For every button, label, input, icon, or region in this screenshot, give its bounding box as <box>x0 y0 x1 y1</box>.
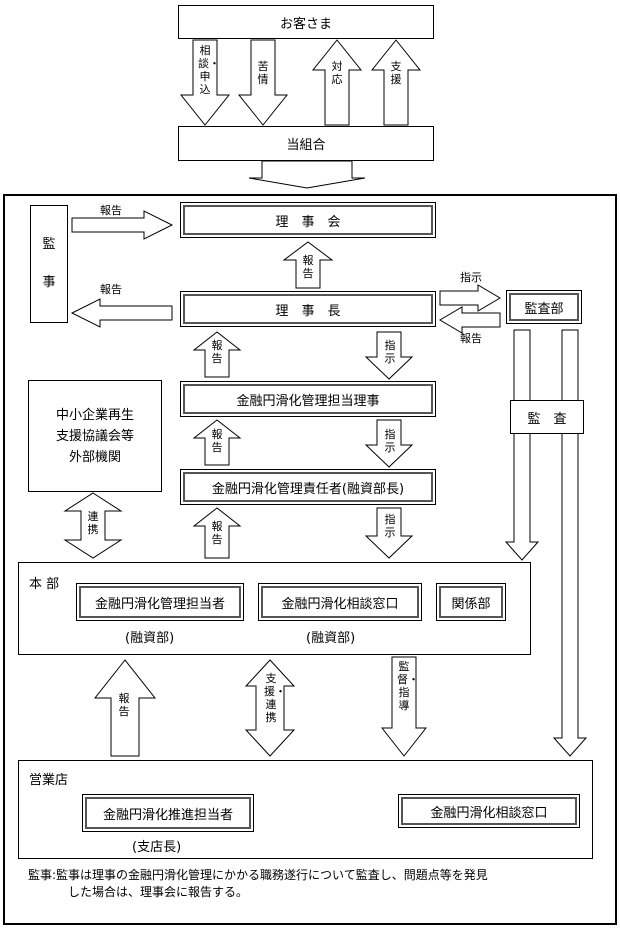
honbu-consult-window-label: 金融円滑化相談窓口 <box>281 596 399 612</box>
supervise-guide-label: 監督・指導 <box>397 660 419 712</box>
external-liaison-arrow <box>63 492 123 559</box>
related-dept-box: 関係部 <box>436 583 506 621</box>
director-to-chairman-arrow <box>192 331 242 378</box>
branch-promoter-box: 金融円滑化推進担当者 <box>82 794 254 832</box>
consult-arrow <box>179 39 231 126</box>
instruct-to-audit-label: 指示 <box>460 271 482 284</box>
support-liaison-label: 支援・連携 <box>264 672 286 724</box>
manager-box: 金融円滑化管理責任者(融資部長) <box>180 469 436 505</box>
audit-to-honbu-arrow <box>504 329 540 561</box>
branch-report-label: 報告 <box>118 692 130 718</box>
union-box: 当組合 <box>178 126 434 161</box>
customer-label: お客さま <box>279 16 332 32</box>
manager-label: 金融円滑化管理責任者(融資部長) <box>211 481 405 497</box>
report-from-audit-arrow <box>439 306 501 334</box>
manager-to-director-arrow <box>192 419 242 466</box>
chairman-box: 理 事 長 <box>180 291 436 327</box>
instruct-to-audit-arrow <box>439 284 501 312</box>
staff-to-manager-arrow <box>192 507 242 559</box>
external-agency-box: 中小企業再生 支援協議会等 外部機関 <box>28 380 162 492</box>
branch-title: 営業店 <box>29 773 69 788</box>
audit-to-branch-arrow <box>552 329 588 757</box>
branch-consult-window-label: 金融円滑化相談窓口 <box>430 805 548 821</box>
audit-label: 監 査 <box>527 411 567 427</box>
manager-report-label: 報告 <box>211 428 223 454</box>
report-to-board-arrow <box>71 210 174 240</box>
branch-report-arrow <box>93 659 157 757</box>
staff-report-label: 報告 <box>211 520 223 546</box>
note-line-1: 監事は理事の金融円滑化管理にかかる職務遂行について監査し、問題点等を発見 <box>56 868 488 882</box>
supervise-arrow <box>380 656 428 757</box>
honbu-title: 本 部 <box>29 577 60 592</box>
support-label: 支援 <box>390 60 402 86</box>
union-label: 当組合 <box>286 138 326 153</box>
response-label: 対応 <box>331 60 343 86</box>
organization-frame <box>3 194 617 925</box>
report-to-auditor-label: 報告 <box>100 283 122 296</box>
honbu-box1-sub: (融資部) <box>125 631 175 646</box>
chairman-report-label: 報告 <box>302 254 314 280</box>
audit-dept-box: 監査部 <box>506 290 582 324</box>
report-from-audit-label: 報告 <box>460 332 482 345</box>
consult-apply-label: 相談・申込 <box>198 44 220 96</box>
manager-instruct-label: 指示 <box>384 513 396 539</box>
response-arrow <box>311 39 363 126</box>
note-line-2: した場合は、理事会に報告する。 <box>68 885 249 899</box>
audit-dept-label: 監査部 <box>524 301 564 317</box>
complaint-label: 苦情 <box>257 60 269 86</box>
report-to-board-label: 報告 <box>100 204 122 217</box>
director-to-manager-arrow <box>364 419 414 468</box>
director-report-label: 報告 <box>211 339 223 365</box>
auditor-note: 監事:監事は理事の金融円滑化管理にかかる職務遂行について監査し、問題点等を発見 … <box>28 867 598 901</box>
external-line-1: 中小企業再生 <box>55 407 134 423</box>
external-line-2: 支援協議会等 <box>55 428 134 444</box>
support-arrow <box>370 39 422 126</box>
auditor-label: 監 事 <box>42 237 69 290</box>
report-to-auditor-arrow <box>70 298 173 328</box>
director-instruct-label: 指示 <box>384 428 396 454</box>
chairman-to-director-arrow <box>364 331 414 380</box>
branch-consult-window-box: 金融円滑化相談窓口 <box>398 794 580 828</box>
note-head: 監事: <box>28 868 57 882</box>
board-label: 理 事 会 <box>275 214 341 230</box>
manager-to-staff-arrow <box>364 507 414 559</box>
honbu-box2-sub: (融資部) <box>306 631 356 646</box>
support-liaison-arrow <box>244 659 296 757</box>
branch-promoter-label: 金融円滑化推進担当者 <box>102 807 233 823</box>
customer-box: お客さま <box>178 5 434 39</box>
director-box: 金融円滑化管理担当理事 <box>180 381 436 417</box>
union-down-arrow <box>248 160 366 189</box>
chairman-instruct-label: 指示 <box>384 339 396 365</box>
complaint-arrow <box>237 39 289 126</box>
chairman-label: 理 事 長 <box>275 303 341 319</box>
honbu-consult-window-box: 金融円滑化相談窓口 <box>258 583 422 621</box>
related-dept-label: 関係部 <box>451 596 491 612</box>
auditor-box: 監 事 <box>30 205 69 323</box>
external-line-3: 外部機関 <box>68 449 121 465</box>
honbu-manager-staff-label: 金融円滑化管理担当者 <box>94 596 225 612</box>
chairman-to-board-arrow <box>282 241 334 289</box>
external-liaison-label: 連携 <box>87 510 99 536</box>
branch-box1-sub: (支店長) <box>132 840 182 855</box>
audit-label-box: 監 査 <box>510 400 584 434</box>
board-box: 理 事 会 <box>180 202 436 238</box>
director-label: 金融円滑化管理担当理事 <box>236 393 380 409</box>
honbu-manager-staff-box: 金融円滑化管理担当者 <box>76 583 244 621</box>
